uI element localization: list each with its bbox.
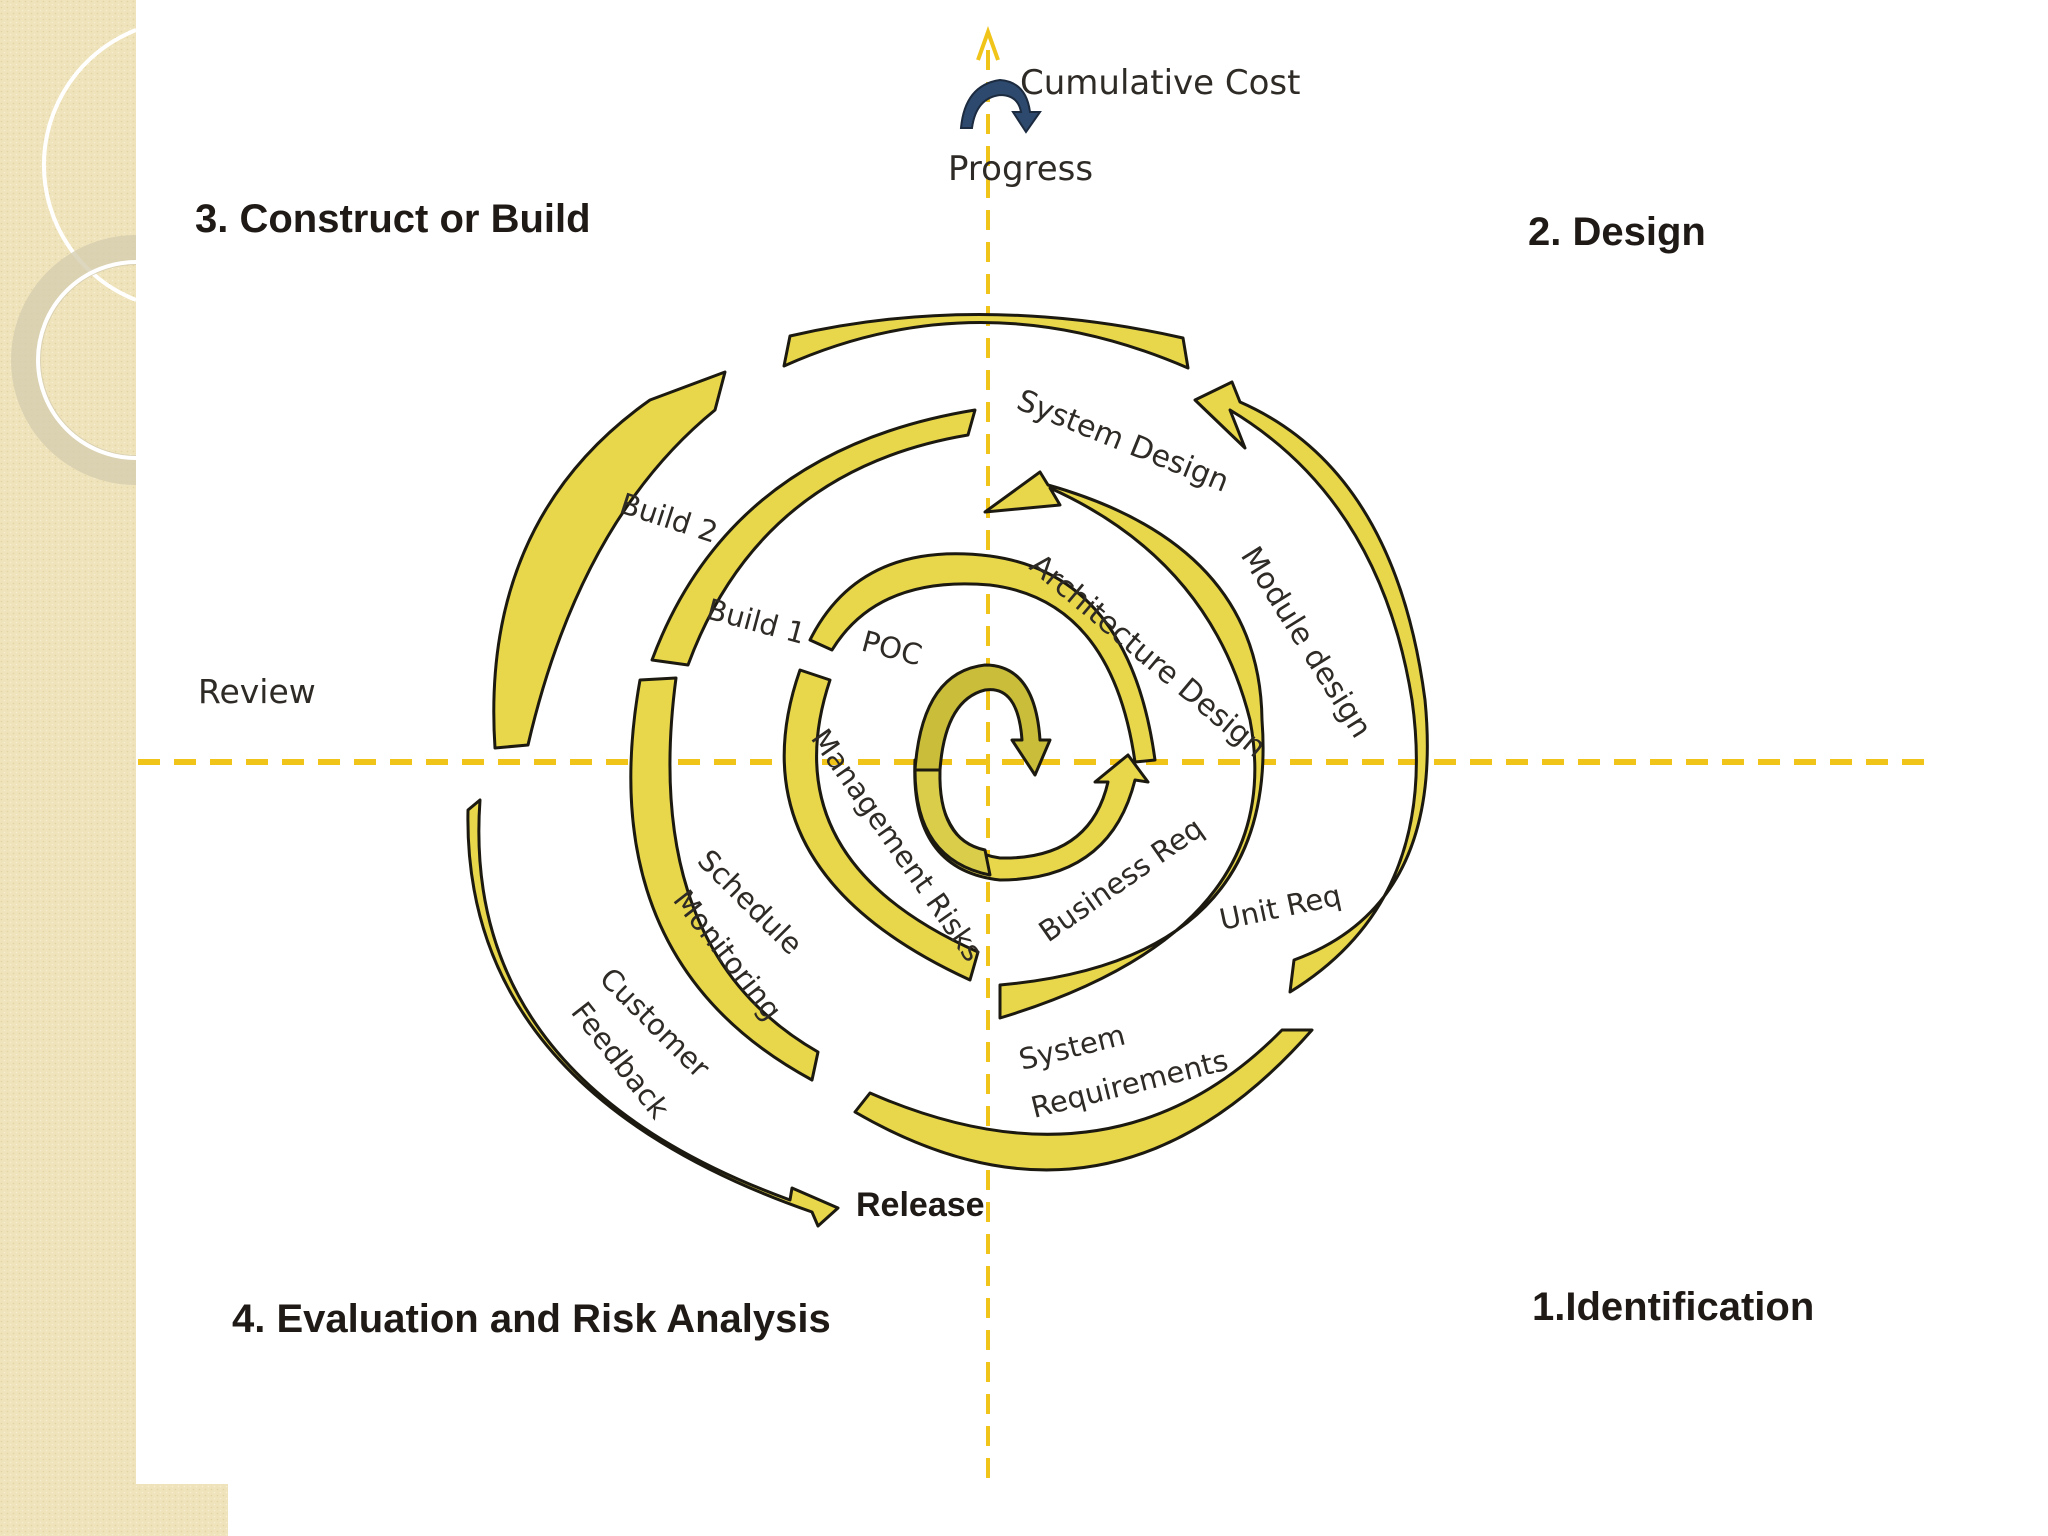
quadrant-design-title: 2. Design bbox=[1528, 210, 1706, 254]
quadrant-evaluation-title: 4. Evaluation and Risk Analysis bbox=[232, 1297, 831, 1341]
spiral bbox=[466, 313, 1429, 1228]
arrow-center-spiral bbox=[913, 663, 1052, 777]
arrow-outer-right bbox=[1193, 380, 1429, 994]
arrow-outer-lower-left bbox=[466, 798, 840, 1228]
arrow-outer-top bbox=[782, 313, 1190, 370]
cumulative-cost-label: Cumulative Cost bbox=[1020, 63, 1300, 103]
progress-curve-icon bbox=[959, 78, 1042, 134]
progress-label: Progress bbox=[948, 149, 1093, 189]
arrow-ring2-upper-left bbox=[650, 408, 977, 667]
arrow-ring3-top bbox=[808, 552, 1157, 764]
arrow-ring3-left bbox=[782, 668, 980, 982]
slide-area bbox=[136, 0, 2048, 1484]
arrow-outer-left-upper bbox=[492, 370, 727, 750]
arrow-outer-bottom bbox=[853, 1028, 1314, 1172]
review-label: Review bbox=[198, 672, 316, 711]
label-release: Release bbox=[856, 1186, 985, 1224]
axes bbox=[138, 26, 1925, 1485]
axis-arrow-up-icon bbox=[976, 26, 1000, 61]
arrow-center-ring bbox=[913, 768, 992, 877]
arrow-ring2-right bbox=[983, 470, 1265, 1020]
decorative-side-panel bbox=[0, 0, 228, 1536]
quadrant-construct-title: 3. Construct or Build bbox=[195, 197, 591, 241]
quadrant-identification-title: 1.Identification bbox=[1532, 1285, 1814, 1329]
arrow-ring2-left bbox=[629, 676, 820, 1082]
